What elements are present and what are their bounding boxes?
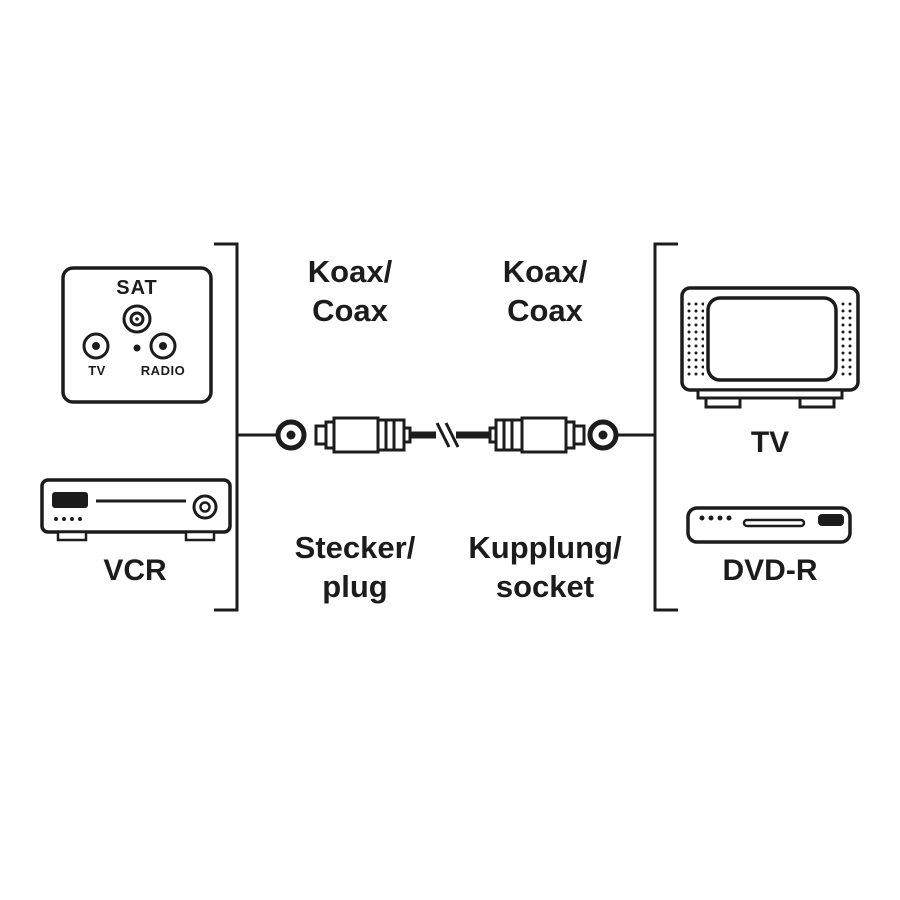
label-dvd-recorder: DVD-R — [722, 554, 818, 587]
left-bracket — [214, 242, 277, 612]
label-line: Coax — [312, 293, 388, 328]
right-bracket — [616, 242, 678, 612]
coax-plug-drawing — [314, 416, 412, 454]
coax-port-icon-left — [275, 419, 307, 451]
tv-speaker-grille — [840, 302, 854, 378]
label-cable-type-right: Koax/ Coax — [455, 252, 635, 330]
tv-screen — [706, 296, 838, 382]
label-sat-port-tv: TV — [88, 363, 106, 378]
vcr-dial-icon — [192, 494, 218, 520]
coax-coupler-drawing — [488, 416, 586, 454]
label-sat-socket-title: SAT — [116, 277, 158, 299]
radio-port-icon — [149, 332, 177, 360]
coax-cable-drawing — [275, 416, 619, 454]
tv-stand — [696, 388, 844, 400]
label-connector-right: Kupplung/ socket — [450, 528, 640, 606]
label-vcr: VCR — [103, 554, 167, 587]
label-sat-port-radio: RADIO — [140, 363, 186, 378]
tv-foot — [798, 396, 836, 409]
dvd-disc-tray — [742, 518, 806, 528]
tv-foot — [704, 396, 742, 409]
dvd-recorder-drawing — [686, 506, 852, 544]
tv-speaker-grille — [687, 302, 704, 378]
label-line: socket — [495, 569, 595, 604]
dvd-buttons — [699, 515, 732, 521]
vcr-drawing — [40, 478, 232, 542]
label-line: Kupplung/ — [468, 530, 622, 565]
cable-break-mark — [444, 422, 460, 448]
sat-wall-socket-drawing — [61, 266, 213, 404]
label-line: Stecker/ — [294, 530, 416, 565]
label-line: Koax/ — [502, 254, 588, 289]
tv-drawing — [680, 286, 860, 409]
label-line: Coax — [507, 293, 583, 328]
dvd-display — [818, 514, 844, 526]
label-tv: TV — [750, 426, 790, 459]
vcr-foot — [56, 530, 88, 542]
vcr-display — [52, 492, 88, 508]
coax-port-icon-right — [587, 419, 619, 451]
label-line: plug — [322, 569, 388, 604]
cable-break-mark — [435, 422, 451, 448]
vcr-buttons — [54, 517, 82, 521]
label-line: Koax/ — [307, 254, 393, 289]
mount-screw-dot — [133, 344, 141, 352]
vcr-foot — [184, 530, 216, 542]
label-connector-left: Stecker/ plug — [260, 528, 450, 606]
tv-port-icon — [82, 332, 110, 360]
label-cable-type-left: Koax/ Coax — [260, 252, 440, 330]
sat-port-icon — [122, 304, 152, 334]
